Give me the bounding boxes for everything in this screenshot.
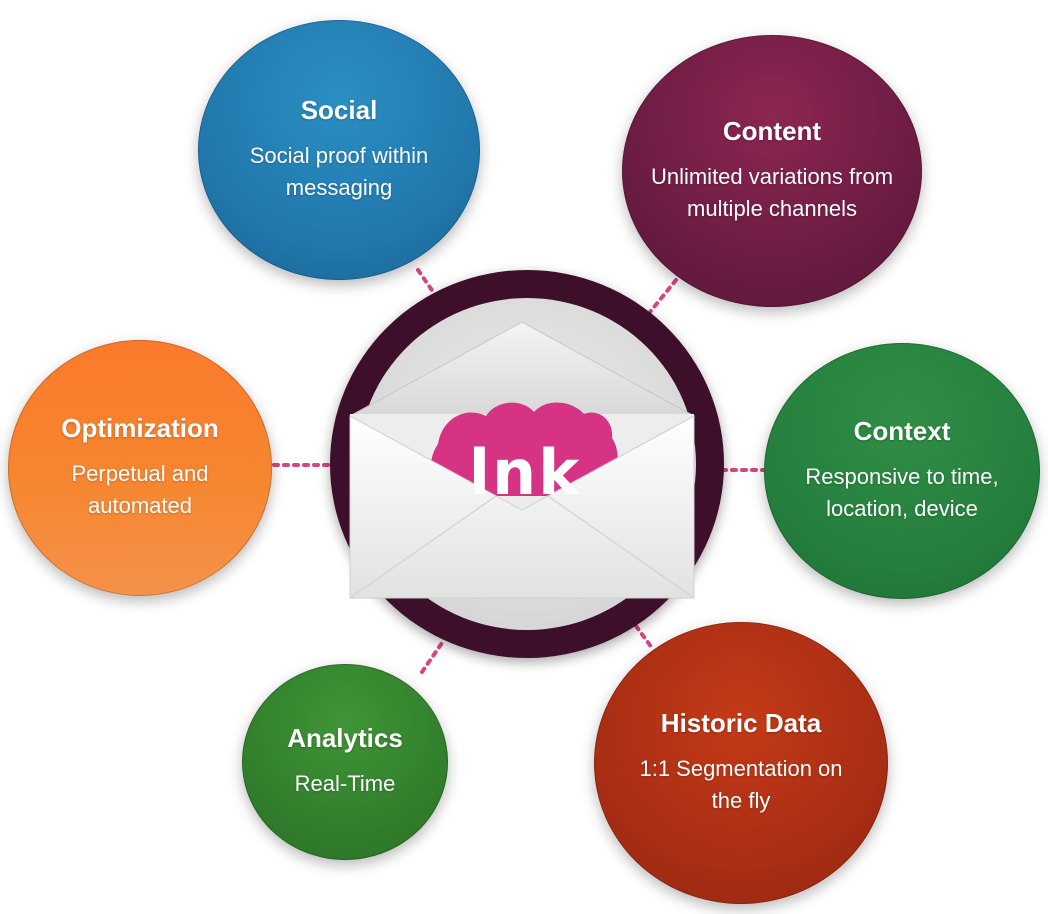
bubble-title: Analytics: [287, 723, 403, 754]
bubble-desc: Unlimited variations from multiple chann…: [650, 163, 894, 221]
envelope-top-flap: [349, 321, 695, 417]
bubble-context: Context Responsive to time, location, de…: [764, 343, 1040, 599]
logo-text: lnk: [468, 436, 582, 509]
bubble-desc: Social proof within messaging: [249, 142, 429, 200]
bubble-desc: Real-Time: [294, 770, 396, 796]
bubble-title: Optimization: [61, 413, 219, 444]
bubble-desc: 1:1 Segmentation on the fly: [639, 755, 843, 813]
envelope-front: [349, 415, 695, 599]
bubble-title: Context: [853, 416, 951, 447]
connector-social: [416, 268, 438, 298]
connector-content: [648, 278, 678, 314]
bubble-analytics: Analytics Real-Time: [242, 664, 448, 860]
bubble-optimization: Optimization Perpetual and automated: [8, 340, 272, 596]
bubble-social: Social Social proof within messaging: [198, 20, 480, 280]
bubble-desc: Responsive to time, location, device: [805, 463, 999, 521]
bubble-content: Content Unlimited variations from multip…: [622, 35, 922, 307]
logo-ink-splash: [430, 402, 618, 496]
bubble-title: Content: [722, 116, 822, 147]
connector-historic: [634, 624, 654, 650]
connector-analytics: [420, 638, 446, 674]
bubble-title: Social: [300, 95, 378, 126]
bubble-historic-data: Historic Data 1:1 Segmentation on the fl…: [594, 622, 888, 904]
bubble-title: Historic Data: [660, 708, 822, 739]
bubble-desc: Perpetual and automated: [71, 460, 209, 518]
envelope-icon: [349, 321, 695, 599]
